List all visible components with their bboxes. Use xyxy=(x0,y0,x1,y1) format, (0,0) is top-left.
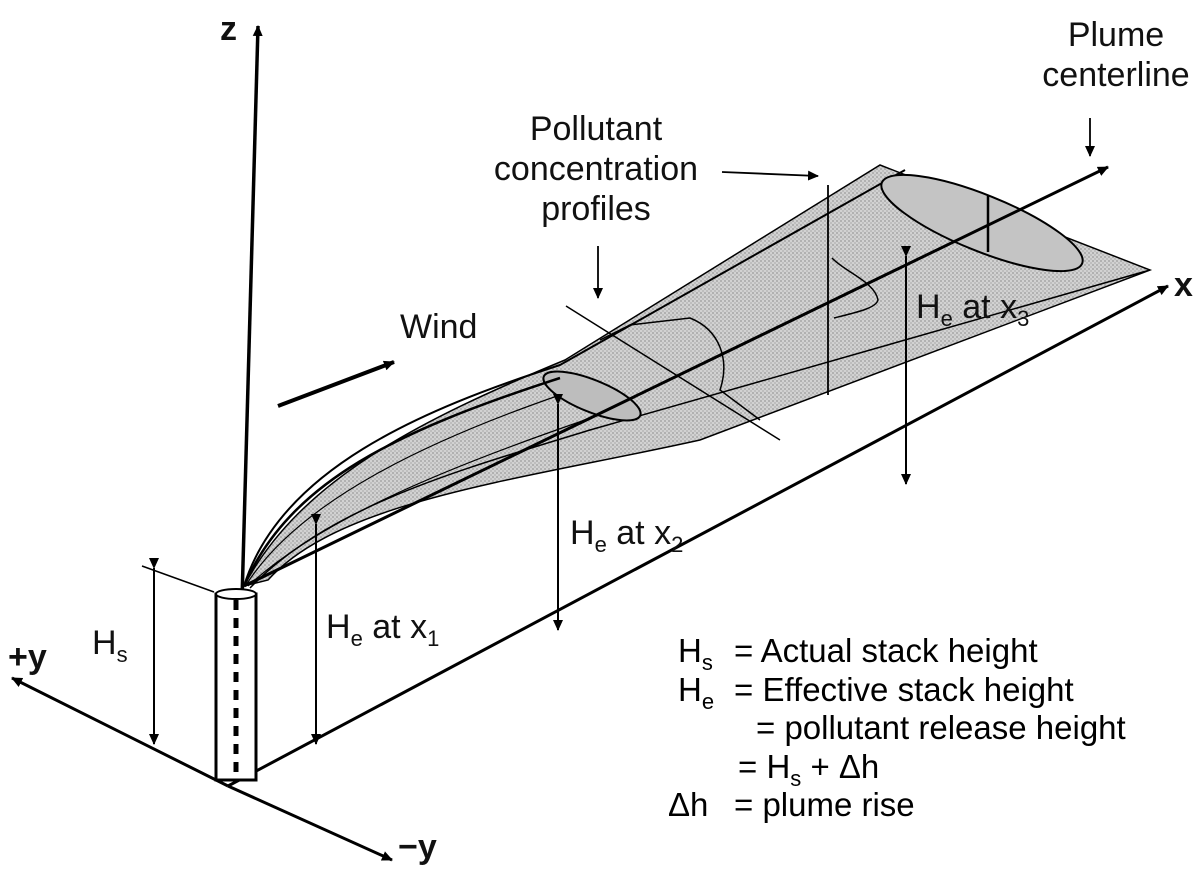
profile-curve-vertical xyxy=(831,257,879,319)
cross-section-x2 xyxy=(542,370,642,422)
x-axis-label: x xyxy=(1174,266,1193,304)
plume-body xyxy=(242,164,1153,588)
y-axis-plus xyxy=(11,676,229,788)
z-axis-label: z xyxy=(220,10,237,48)
he-at-x1-label: He at x1 xyxy=(326,608,440,651)
minus-y-label: −y xyxy=(398,828,437,866)
z-axis xyxy=(240,25,263,601)
pollutant-arrow-right xyxy=(721,170,819,181)
hs-dim-top-tick xyxy=(141,565,215,593)
y-axis-minus xyxy=(227,784,393,862)
pollutant-profiles-label: Pollutant concentration profiles xyxy=(493,110,699,228)
plume-centerline-label: Plume centerline xyxy=(1042,16,1190,94)
x-axis xyxy=(227,284,1169,788)
profile-curve-horizontal xyxy=(599,317,761,421)
plume-centerline-curve xyxy=(242,376,561,587)
plume-centerline xyxy=(243,165,1109,588)
wind-label: Wind xyxy=(400,308,478,346)
hs-label: Hs xyxy=(92,624,128,667)
plume-upper-edge xyxy=(243,169,906,587)
plume-inner-edge-a xyxy=(245,394,561,586)
he-at-x2-label: He at x2 xyxy=(570,514,684,557)
profile-axis-horizontal xyxy=(565,305,781,441)
plus-y-label: +y xyxy=(8,638,47,676)
cross-section-x3 xyxy=(880,173,1084,273)
he-at-x3-label: He at x3 xyxy=(916,288,1030,331)
plume-inner-edge-b xyxy=(247,419,586,587)
wind-arrow xyxy=(277,360,395,408)
stack-top xyxy=(215,588,257,600)
